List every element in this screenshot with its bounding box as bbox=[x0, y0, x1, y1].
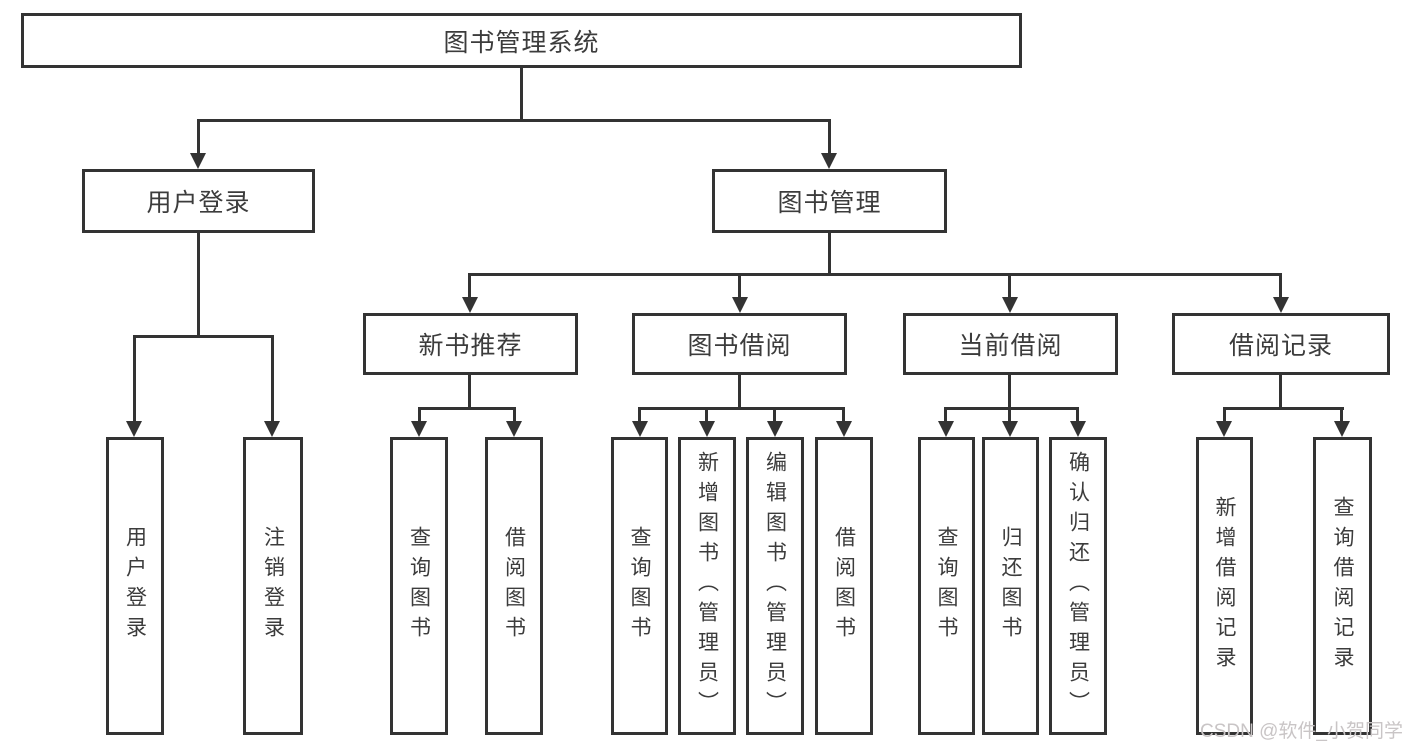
connector-stem bbox=[1008, 273, 1011, 299]
connector-stem bbox=[738, 375, 741, 410]
connector-l3-hline bbox=[468, 273, 1282, 276]
connector-stem bbox=[468, 375, 471, 410]
connector-l1-stem-right bbox=[828, 119, 831, 155]
connector-arrow bbox=[1002, 421, 1018, 437]
node-leaf-query-books-current: 查询图书 bbox=[918, 437, 975, 735]
node-leaf-user-login: 用户登录 bbox=[106, 437, 164, 735]
connector-stem bbox=[705, 407, 708, 423]
leaf-label: 用户登录 bbox=[123, 526, 147, 646]
node-leaf-query-books-borrowing: 查询图书 bbox=[611, 437, 668, 735]
leaf-label: 查询图书 bbox=[628, 526, 651, 646]
connector-hline bbox=[944, 407, 1079, 410]
connector-stem bbox=[133, 335, 136, 423]
connector-hline bbox=[638, 407, 845, 410]
node-user-login: 用户登录 bbox=[82, 169, 315, 233]
node-leaf-borrow-books: 借阅图书 bbox=[815, 437, 873, 735]
node-book-borrowing: 图书借阅 bbox=[632, 313, 847, 375]
connector-arrow bbox=[411, 421, 427, 437]
connector-stem bbox=[773, 407, 776, 423]
node-leaf-confirm-return-admin: 确认归还（管理员） bbox=[1049, 437, 1107, 735]
leaf-label: 查询图书 bbox=[935, 526, 958, 646]
connector-stem bbox=[1008, 375, 1011, 410]
connector-arrow bbox=[1273, 297, 1289, 313]
node-leaf-return-books: 归还图书 bbox=[982, 437, 1039, 735]
connector-stem bbox=[1008, 407, 1011, 423]
leaf-label: 归还图书 bbox=[999, 526, 1022, 646]
connector-bookmgmt-stem bbox=[828, 233, 831, 276]
node-current-borrowing: 当前借阅 bbox=[903, 313, 1118, 375]
connector-stem bbox=[513, 407, 516, 423]
leaf-label: 新增借阅记录 bbox=[1213, 496, 1236, 676]
connector-arrow bbox=[836, 421, 852, 437]
leaf-label: 查询图书 bbox=[407, 526, 431, 646]
connector-arrow bbox=[506, 421, 522, 437]
connector-stem bbox=[271, 335, 274, 423]
connector-arrow bbox=[126, 421, 142, 437]
connector-stem bbox=[738, 273, 741, 299]
connector-stem bbox=[418, 407, 421, 423]
connector-arrow bbox=[699, 421, 715, 437]
connector-stem bbox=[944, 407, 947, 423]
node-library-system: 图书管理系统 bbox=[21, 13, 1022, 68]
node-leaf-add-books-admin: 新增图书（管理员） bbox=[678, 437, 736, 735]
connector-stem bbox=[468, 273, 471, 299]
connector-arrow bbox=[732, 297, 748, 313]
connector-stem bbox=[842, 407, 845, 423]
csdn-watermark: CSDN @软件_小贺同学 bbox=[1200, 721, 1403, 742]
leaf-label: 编辑图书（管理员） bbox=[763, 451, 787, 721]
connector-arrow bbox=[632, 421, 648, 437]
connector-arrow bbox=[462, 297, 478, 313]
connector-hline bbox=[418, 407, 515, 410]
connector-arrow bbox=[1216, 421, 1232, 437]
node-leaf-borrow-books-recommend: 借阅图书 bbox=[485, 437, 543, 735]
node-new-book-recommend: 新书推荐 bbox=[363, 313, 578, 375]
connector-arrow bbox=[767, 421, 783, 437]
connector-arrow bbox=[821, 153, 837, 169]
node-borrowing-records: 借阅记录 bbox=[1172, 313, 1390, 375]
node-leaf-edit-books-admin: 编辑图书（管理员） bbox=[746, 437, 804, 735]
node-book-management: 图书管理 bbox=[712, 169, 947, 233]
connector-root-stem bbox=[520, 68, 523, 122]
connector-arrow bbox=[1002, 297, 1018, 313]
connector-l1-stem-left bbox=[197, 119, 200, 155]
connector-stem bbox=[1076, 407, 1079, 423]
connector-stem bbox=[1340, 407, 1343, 423]
leaf-label: 新增图书（管理员） bbox=[695, 451, 719, 721]
connector-stem bbox=[1279, 375, 1282, 410]
leaf-label: 确认归还（管理员） bbox=[1066, 451, 1090, 721]
connector-arrow bbox=[1070, 421, 1086, 437]
leaf-label: 注销登录 bbox=[261, 526, 285, 646]
connector-stem bbox=[638, 407, 641, 423]
node-leaf-logout: 注销登录 bbox=[243, 437, 303, 735]
leaf-label: 查询借阅记录 bbox=[1331, 496, 1354, 676]
leaf-label: 借阅图书 bbox=[502, 526, 526, 646]
connector-stem bbox=[1279, 273, 1282, 299]
connector-hline bbox=[1223, 407, 1344, 410]
connector-arrow bbox=[938, 421, 954, 437]
node-leaf-add-borrow-record: 新增借阅记录 bbox=[1196, 437, 1253, 735]
connector-arrow bbox=[1334, 421, 1350, 437]
connector-userlogin-hline bbox=[133, 335, 274, 338]
connector-stem bbox=[1223, 407, 1226, 423]
connector-arrow bbox=[264, 421, 280, 437]
node-leaf-query-borrow-record: 查询借阅记录 bbox=[1313, 437, 1372, 735]
leaf-label: 借阅图书 bbox=[832, 526, 856, 646]
connector-arrow bbox=[190, 153, 206, 169]
node-leaf-query-books-recommend: 查询图书 bbox=[390, 437, 448, 735]
connector-l1-hline bbox=[197, 119, 831, 122]
connector-userlogin-stem bbox=[197, 233, 200, 338]
